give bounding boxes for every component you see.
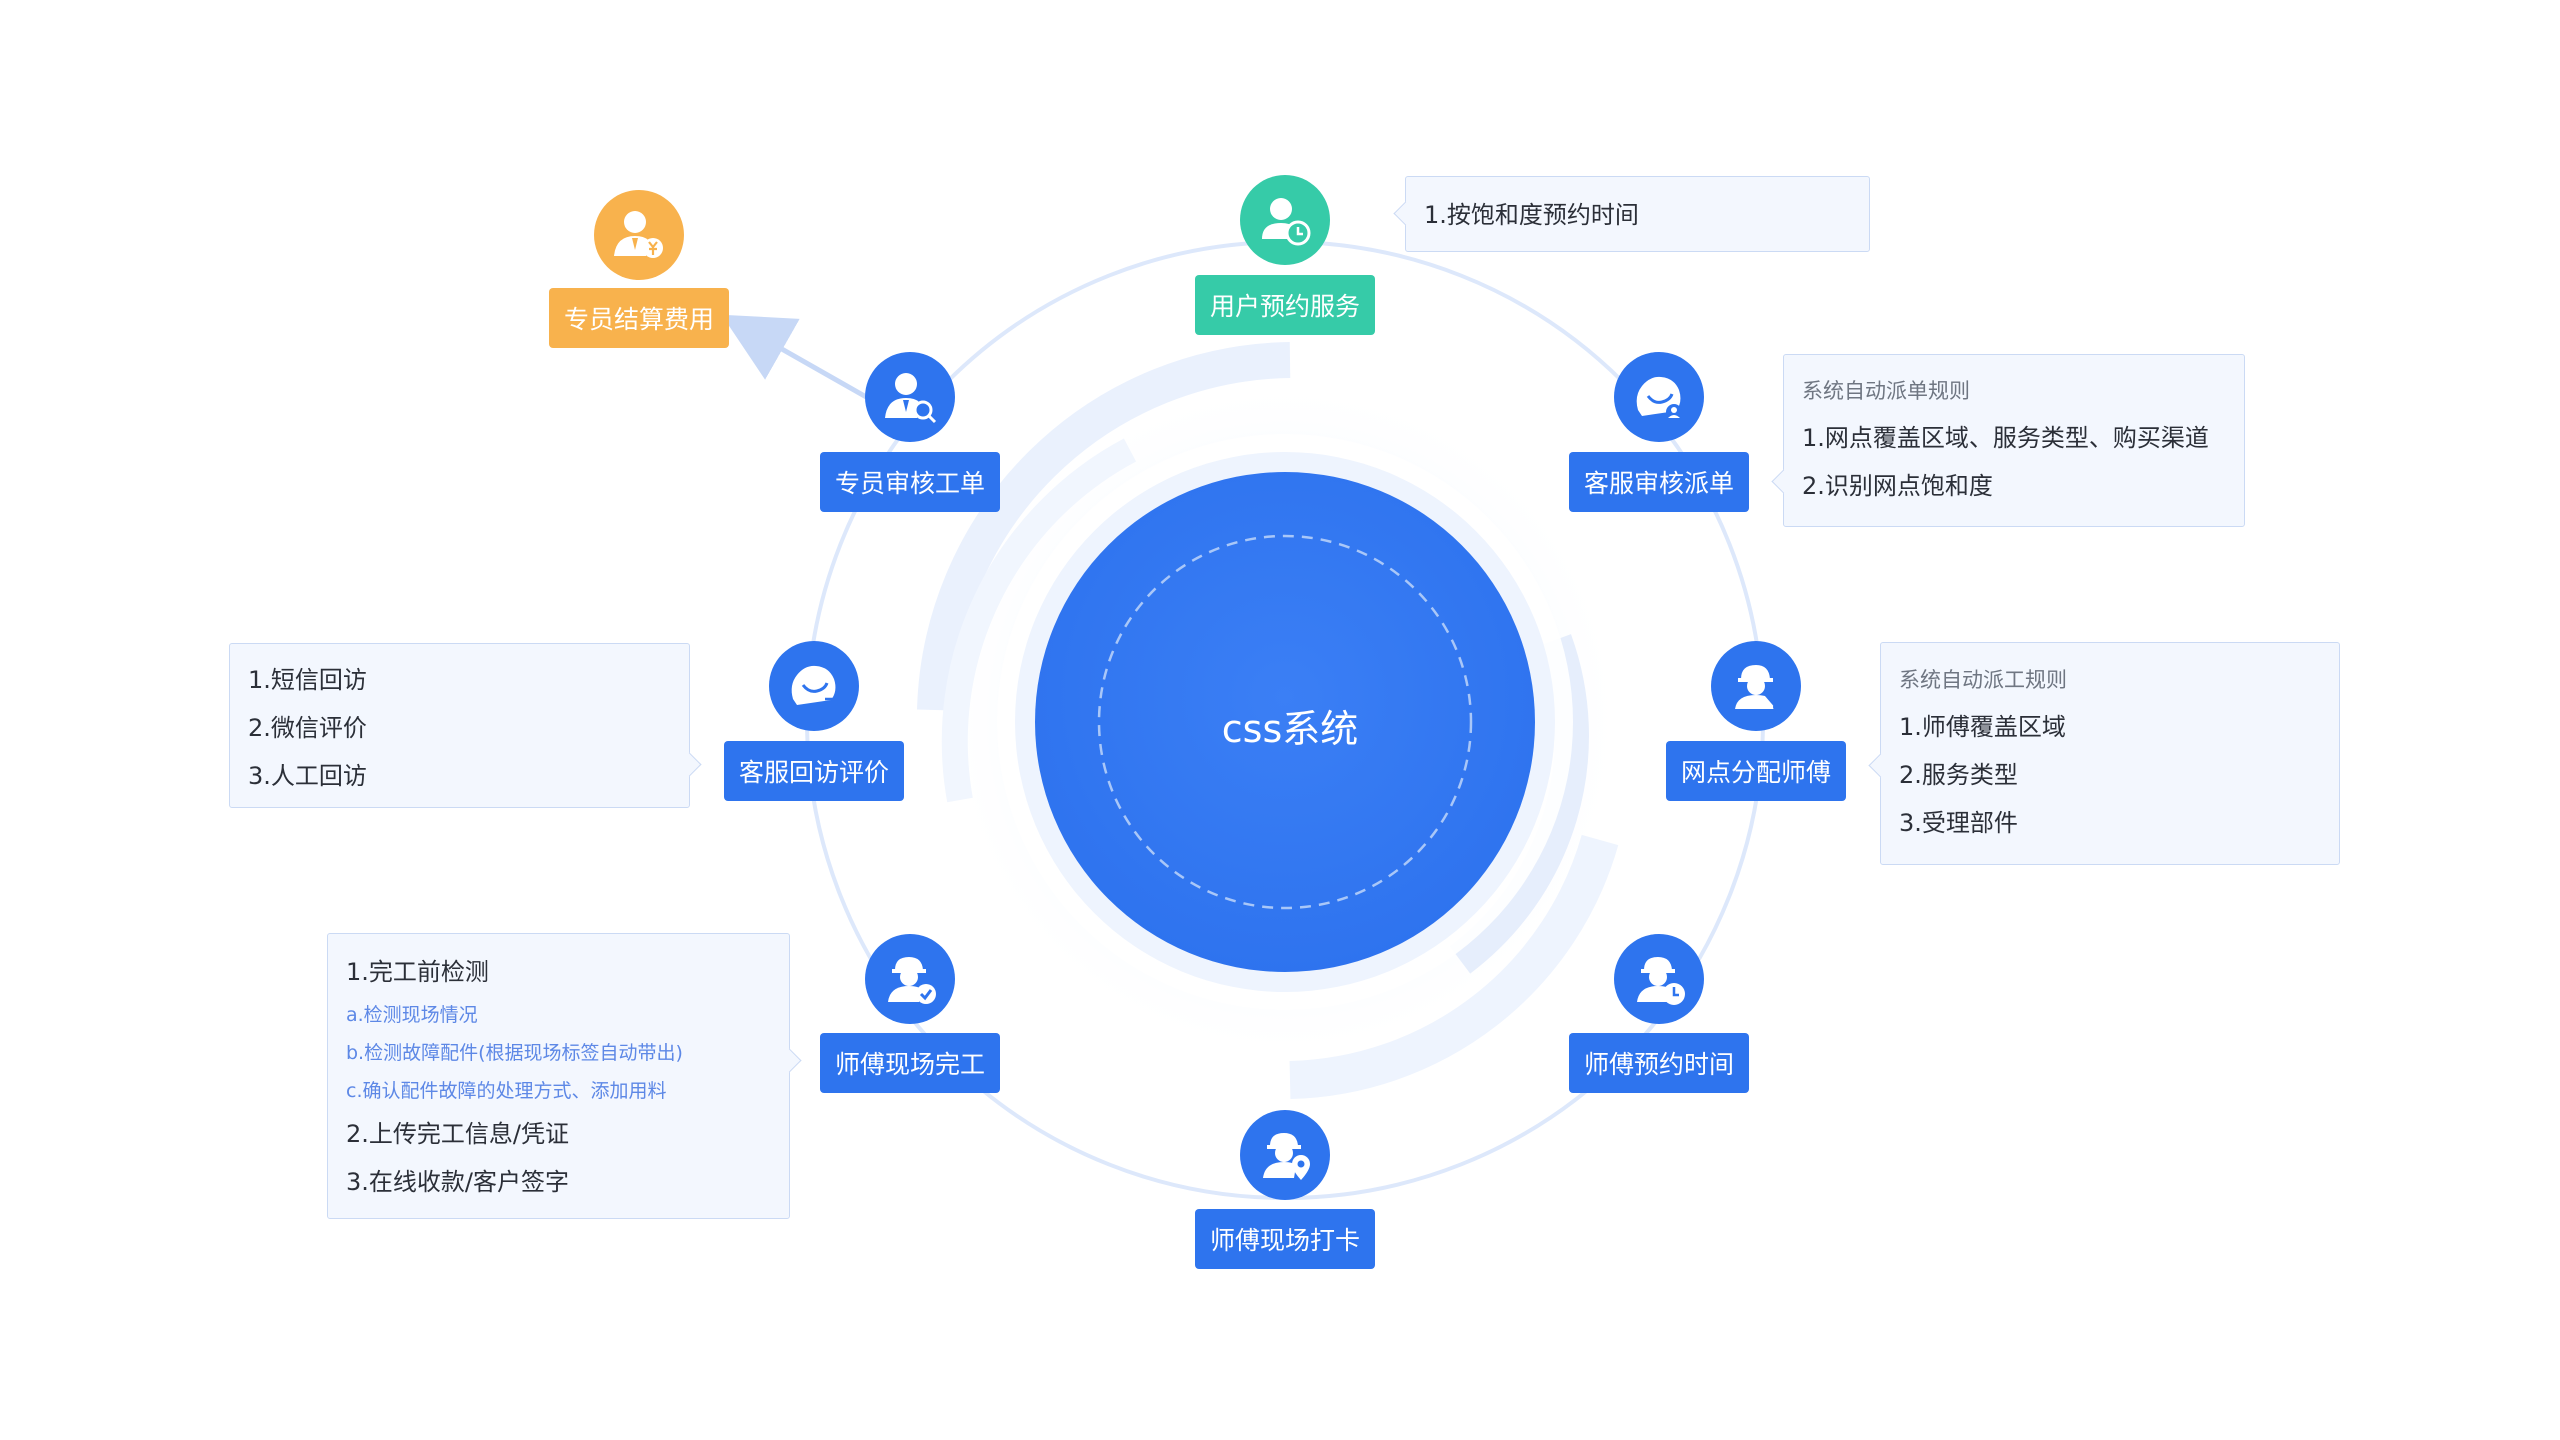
note-complete: 1.完工前检测 a.检测现场情况 b.检测故障配件(根据现场标签自动带出) c.… (327, 933, 790, 1219)
user-yuan-icon (594, 190, 684, 280)
note-feedback: 1.短信回访 2.微信评价 3.人工回访 (229, 643, 690, 808)
note-assign-line: 3.受理部件 (1899, 809, 2018, 837)
note-dispatch: 系统自动派单规则 1.网点覆盖区域、服务类型、购买渠道 2.识别网点饱和度 (1783, 354, 2245, 527)
note-complete-line: 3.在线收款/客户签字 (346, 1168, 569, 1196)
note-assign-line: 1.师傅覆盖区域 (1899, 713, 2066, 741)
node-worker-time[interactable]: 师傅预约时间 (1569, 1033, 1749, 1093)
core-circle (1035, 472, 1535, 972)
note-assign: 系统自动派工规则 1.师傅覆盖区域 2.服务类型 3.受理部件 (1880, 642, 2340, 865)
core-dashed-ring (1097, 534, 1473, 910)
user-search-icon (865, 352, 955, 442)
arc-segment-left (941, 438, 1137, 803)
node-feedback[interactable]: 客服回访评价 (724, 741, 904, 801)
note-booking: 1.按饱和度预约时间 (1405, 176, 1870, 252)
note-feedback-line: 3.人工回访 (248, 762, 367, 790)
worker-clock-icon (1614, 934, 1704, 1024)
node-dispatch[interactable]: 客服审核派单 (1569, 452, 1749, 512)
note-assign-line: 2.服务类型 (1899, 761, 2018, 789)
user-clock-icon (1240, 175, 1330, 265)
arc-segment-top (917, 342, 1291, 711)
node-complete[interactable]: 师傅现场完工 (820, 1033, 1000, 1093)
headset-agent-icon (1614, 352, 1704, 442)
arc-segment-bottom (1289, 834, 1619, 1099)
note-dispatch-line: 1.网点覆盖区域、服务类型、购买渠道 (1802, 424, 2209, 452)
worker-check-icon (865, 934, 955, 1024)
center-title: css系统 (1221, 706, 1359, 751)
node-assign[interactable]: 网点分配师傅 (1666, 741, 1846, 801)
chat-bubble-icon (769, 641, 859, 731)
worker-location-icon (1240, 1110, 1330, 1200)
note-dispatch-line: 2.识别网点饱和度 (1802, 472, 1993, 500)
note-feedback-line: 2.微信评价 (248, 714, 367, 742)
node-checkin[interactable]: 师傅现场打卡 (1195, 1209, 1375, 1269)
note-assign-head: 系统自动派工规则 (1899, 668, 2067, 692)
node-user-booking[interactable]: 用户预约服务 (1195, 275, 1375, 335)
note-booking-line: 1.按饱和度预约时间 (1424, 201, 1639, 229)
note-complete-sub: b.检测故障配件(根据现场标签自动带出) (346, 1042, 683, 1064)
note-complete-sub: c.确认配件故障的处理方式、添加用料 (346, 1080, 667, 1102)
worker-wrench-icon (1711, 641, 1801, 731)
note-dispatch-head: 系统自动派单规则 (1802, 379, 1970, 403)
note-complete-line: 2.上传完工信息/凭证 (346, 1120, 569, 1148)
note-complete-main: 1.完工前检测 (346, 958, 489, 986)
note-feedback-line: 1.短信回访 (248, 666, 367, 694)
node-audit[interactable]: 专员审核工单 (820, 452, 1000, 512)
node-settlement[interactable]: 专员结算费用 (549, 288, 729, 348)
flow-arrow (721, 314, 870, 401)
note-complete-sub: a.检测现场情况 (346, 1004, 478, 1026)
